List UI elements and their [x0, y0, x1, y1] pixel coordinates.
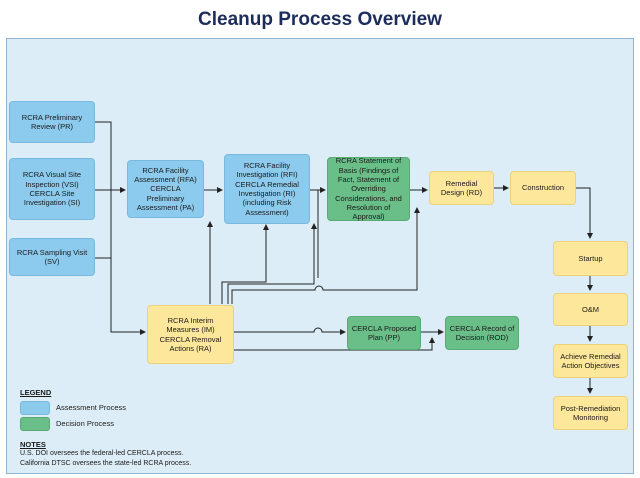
startup-box: Startup [553, 241, 628, 276]
connector-imra-pp [234, 327, 346, 335]
post-remediation-monitoring-box: Post-Remediation Monitoring [553, 396, 628, 430]
construction-box: Construction [510, 171, 576, 205]
connector-imra-statement [227, 223, 317, 304]
notes-title: NOTES [20, 440, 46, 449]
om-box: O&M [553, 293, 628, 326]
rcra-preliminary-review-box: RCRA Preliminary Review (PR) [9, 101, 95, 143]
interim-measures-box: RCRA Interim Measures (IM) CERCLA Remova… [147, 305, 234, 364]
rcra-visual-site-inspection-box: RCRA Visual Site Inspection (VSI) CERCLA… [9, 158, 95, 220]
remedial-design-box: Remedial Design (RD) [429, 171, 494, 205]
achieve-objectives-box: Achieve Remedial Action Objectives [553, 344, 628, 378]
rcra-facility-investigation-box: RCRA Facility Investigation (RFI) CERCLA… [224, 154, 310, 224]
rcra-sampling-visit-box: RCRA Sampling Visit (SV) [9, 238, 95, 276]
legend-swatch-assessment [20, 401, 50, 415]
note-line-1: U.S. DOI oversees the federal-led CERCLA… [20, 450, 184, 457]
legend-label-assessment: Assessment Process [56, 403, 127, 412]
legend-title: LEGEND [20, 388, 52, 397]
page-title: Cleanup Process Overview [198, 9, 442, 30]
connector-imra-rod [234, 337, 435, 351]
cercla-proposed-plan-box: CERCLA Proposed Plan (PP) [347, 316, 421, 350]
connector-imra-rfi [221, 224, 269, 304]
connector-imra-rd [231, 207, 420, 304]
rcra-statement-of-basis-box: RCRA Statement of Basis (Findings of Fac… [327, 156, 410, 221]
connector-construction-startup [576, 187, 593, 239]
connector-bus-imra [110, 258, 146, 335]
note-line-2: California DTSC oversees the state-led R… [20, 460, 192, 467]
cercla-record-of-decision-box: CERCLA Record of Decision (ROD) [445, 316, 519, 350]
rcra-facility-assessment-box: RCRA Facility Assessment (RFA) CERCLA Pr… [127, 160, 204, 218]
legend-label-decision: Decision Process [56, 419, 114, 428]
legend-swatch-decision [20, 417, 50, 431]
